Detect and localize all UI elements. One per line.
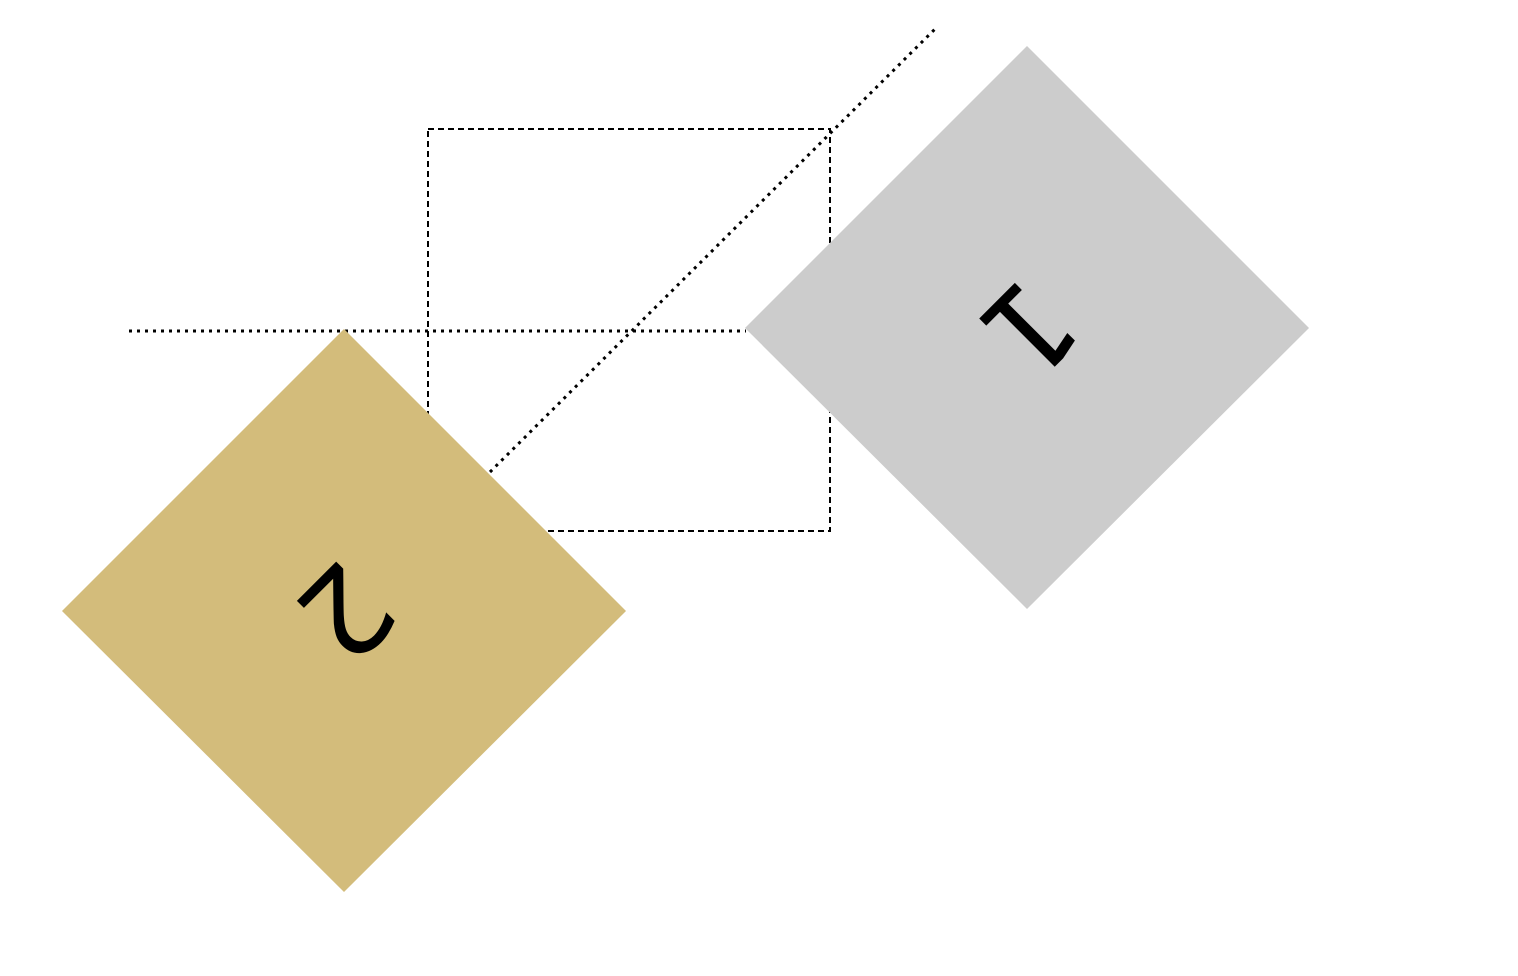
tile-2-diamond: [62, 329, 626, 892]
tile-1: 1: [745, 46, 1309, 609]
tile-2: 2: [62, 329, 626, 892]
diagonal-dotted-guide: [488, 27, 937, 474]
tile-1-diamond: [745, 46, 1309, 609]
